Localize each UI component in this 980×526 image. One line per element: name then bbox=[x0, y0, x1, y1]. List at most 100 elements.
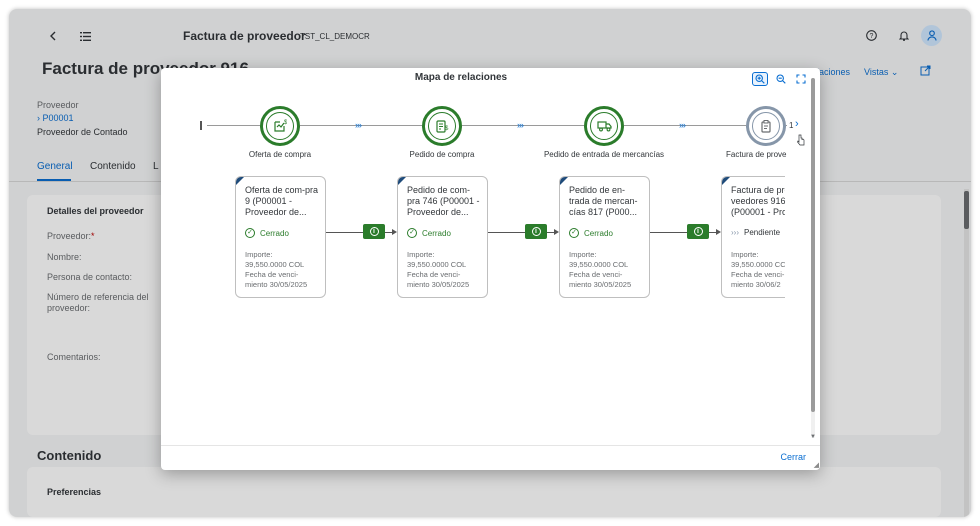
due-value: miento 30/06/2 bbox=[731, 280, 781, 289]
zoom-in-button[interactable] bbox=[752, 72, 768, 86]
dialog-title: Mapa de relaciones bbox=[414, 72, 508, 83]
step-label-entrada: Pedido de entrada de mercancías bbox=[543, 150, 665, 159]
field-label-contacto: Persona de contacto: bbox=[47, 272, 133, 282]
arrow-3 bbox=[716, 229, 721, 235]
dialog-scroll-thumb[interactable] bbox=[811, 78, 815, 412]
proveedor-label-text: Proveedor: bbox=[47, 231, 92, 241]
relationship-map-dialog: Mapa de relaciones ››› ››› ››› $ $ bbox=[161, 68, 820, 470]
tab-general[interactable]: General bbox=[37, 161, 73, 172]
resize-handle-icon[interactable]: ◢ bbox=[813, 462, 819, 469]
amount-label: Importe: bbox=[245, 250, 273, 259]
doc-card-factura[interactable]: Factura de pro veedores 916 (P00001 - Pr… bbox=[721, 176, 785, 298]
doc-card-oferta[interactable]: Oferta de com-pra 9 (P00001 - Proveedor … bbox=[235, 176, 326, 298]
connector-3 bbox=[650, 232, 716, 233]
dialog-footer: Cerrar bbox=[161, 445, 820, 470]
doc-card-entrada[interactable]: Pedido de en-trada de mercan-cías 817 (P… bbox=[559, 176, 650, 298]
fullscreen-icon bbox=[796, 74, 806, 84]
arrow-2 bbox=[554, 229, 559, 235]
step-label-pedido: Pedido de compra bbox=[409, 150, 475, 159]
mouse-cursor-icon bbox=[797, 134, 805, 146]
scroll-right-chevron-icon[interactable]: › bbox=[795, 118, 799, 130]
step-label-oferta: Oferta de compra bbox=[248, 150, 312, 159]
proveedor-id: P00001 bbox=[42, 113, 74, 123]
doc-corner bbox=[722, 177, 730, 185]
flow-chevrons-2: ››› bbox=[517, 120, 524, 130]
amount-value: 39,550.0000 COL bbox=[407, 260, 467, 269]
section-title-detalles: Detalles del proveedor bbox=[47, 206, 144, 216]
doc-meta: Importe: 39,550.0000 COL Fecha de venci-… bbox=[407, 250, 469, 290]
connector-info-button-3[interactable]: i bbox=[687, 224, 709, 239]
doc-corner bbox=[560, 177, 568, 185]
header-proveedor-name: Proveedor de Contado bbox=[37, 127, 128, 137]
contenido-card bbox=[27, 467, 941, 517]
app-frame: Factura de proveedor TST_CL_DEMOCR ? Fac… bbox=[9, 9, 971, 517]
doc-status-text: Cerrado bbox=[260, 228, 289, 238]
doc-title: Oferta de com-pra 9 (P00001 - Proveedor … bbox=[245, 185, 319, 217]
share-icon[interactable] bbox=[919, 64, 931, 76]
field-label-nombre: Nombre: bbox=[47, 252, 82, 262]
flow-start-marker bbox=[200, 121, 202, 130]
field-label-referencia: Número de referencia del proveedor: bbox=[47, 292, 149, 313]
connector-2 bbox=[488, 232, 554, 233]
info-icon: i bbox=[531, 227, 541, 236]
due-label: Fecha de venci- bbox=[731, 270, 785, 279]
amount-value: 39,550.0000 CC bbox=[731, 260, 785, 269]
info-icon: i bbox=[369, 227, 379, 236]
doc-status-text: Cerrado bbox=[422, 228, 451, 238]
zoom-out-button[interactable] bbox=[773, 72, 789, 86]
check-circle-icon: ✓ bbox=[569, 228, 579, 238]
doc-status-text: Cerrado bbox=[584, 228, 613, 238]
doc-title: Factura de pro veedores 916 (P00001 - Pr… bbox=[731, 185, 785, 218]
connector-1 bbox=[326, 232, 392, 233]
doc-card-pedido[interactable]: Pedido de com-pra 746 (P00001 - Proveedo… bbox=[397, 176, 488, 298]
invoice-icon bbox=[761, 120, 771, 133]
arrow-1 bbox=[392, 229, 397, 235]
flow-line bbox=[207, 125, 787, 126]
check-circle-icon: ✓ bbox=[245, 228, 255, 238]
field-label-proveedor: Proveedor:* bbox=[47, 231, 95, 241]
step-pedido-compra[interactable]: $ bbox=[422, 106, 462, 146]
doc-status: ✓ Cerrado bbox=[245, 228, 289, 238]
tab-more[interactable]: L bbox=[153, 161, 159, 172]
amount-value: 39,550.0000 COL bbox=[569, 260, 629, 269]
required-marker: * bbox=[91, 231, 95, 241]
connector-info-button-2[interactable]: i bbox=[525, 224, 547, 239]
svg-text:$: $ bbox=[284, 120, 287, 126]
scroll-down-icon[interactable]: ▼ bbox=[810, 434, 816, 440]
user-avatar[interactable] bbox=[921, 25, 942, 46]
zoom-in-icon bbox=[755, 74, 765, 84]
step-oferta[interactable]: $ bbox=[260, 106, 300, 146]
vistas-button[interactable]: Vistas ⌄ bbox=[864, 67, 898, 78]
bell-icon[interactable] bbox=[898, 29, 910, 41]
due-value: miento 30/05/2025 bbox=[245, 280, 308, 289]
chevron-left-icon[interactable] bbox=[47, 30, 59, 42]
doc-corner bbox=[398, 177, 406, 185]
header-link-proveedor[interactable]: › P00001 bbox=[37, 113, 74, 123]
field-label-comentarios: Comentarios: bbox=[47, 352, 101, 362]
amount-value: 39,550.0000 COL bbox=[245, 260, 305, 269]
page-scrollbar[interactable] bbox=[964, 189, 969, 517]
page-scroll-thumb[interactable] bbox=[964, 191, 969, 229]
help-icon[interactable]: ? bbox=[865, 29, 877, 41]
doc-corner bbox=[236, 177, 244, 185]
step-factura[interactable] bbox=[746, 106, 786, 146]
connector-info-button-1[interactable]: i bbox=[363, 224, 385, 239]
tab-contenido[interactable]: Contenido bbox=[90, 161, 136, 172]
tab-selected-indicator bbox=[37, 179, 71, 181]
check-circle-icon: ✓ bbox=[407, 228, 417, 238]
list-icon[interactable] bbox=[79, 30, 91, 42]
amount-label: Importe: bbox=[407, 250, 435, 259]
doc-title: Pedido de en-trada de mercan-cías 817 (P… bbox=[569, 185, 638, 217]
doc-meta: Importe: 39,550.0000 CC Fecha de venci- … bbox=[731, 250, 785, 290]
relaciones-button[interactable]: laciones bbox=[817, 67, 851, 77]
flow-chevrons-3: ››› bbox=[679, 120, 686, 130]
preferencias-label: Preferencias bbox=[47, 487, 102, 497]
due-value: miento 30/05/2025 bbox=[569, 280, 632, 289]
chevron-down-icon: ⌄ bbox=[890, 67, 899, 77]
close-button[interactable]: Cerrar bbox=[780, 452, 806, 462]
app-title[interactable]: Factura de proveedor bbox=[183, 29, 306, 43]
fullscreen-button[interactable] bbox=[793, 72, 809, 86]
system-id: TST_CL_DEMOCR bbox=[300, 32, 370, 41]
step-entrada-mercancias[interactable] bbox=[584, 106, 624, 146]
due-label: Fecha de venci- bbox=[245, 270, 299, 279]
